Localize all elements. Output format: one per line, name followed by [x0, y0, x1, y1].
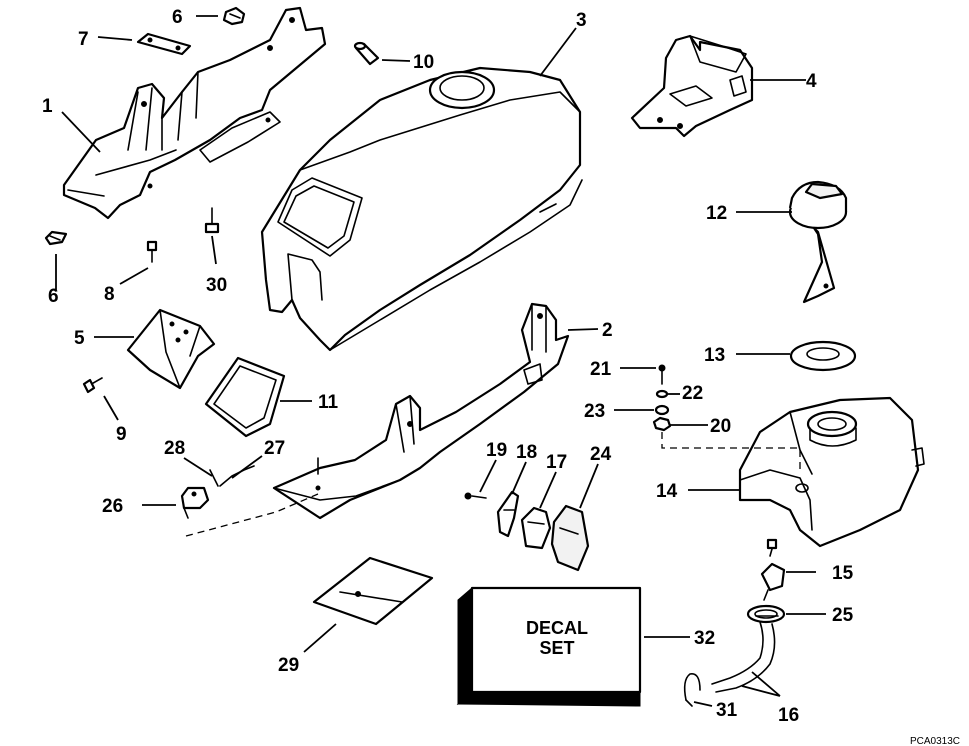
callout-numbers: 6 7 1 10 3 4 12 6 8 30 5 2 13 21 22 23 2… — [42, 7, 854, 726]
part-5-bracket — [126, 308, 216, 390]
part-4-hinge-bracket — [630, 34, 754, 138]
part-23-lockwasher — [654, 404, 670, 416]
callout-17: 17 — [546, 452, 567, 473]
part-20-nut — [652, 416, 672, 432]
part-19-screw — [464, 492, 487, 500]
callout-24: 24 — [590, 444, 612, 465]
part-30-screw — [204, 207, 220, 234]
callout-7: 7 — [78, 29, 89, 50]
callout-21: 21 — [590, 359, 612, 380]
decal-label-line1: DECAL — [526, 618, 588, 638]
part-29-label — [312, 556, 434, 626]
callout-15: 15 — [832, 563, 854, 584]
part-25-clamp — [746, 604, 786, 624]
part-6-screw-top — [222, 6, 246, 26]
callout-6-left: 6 — [48, 286, 59, 307]
callout-10: 10 — [413, 52, 434, 73]
part-32-decal-box: DECAL SET — [456, 586, 642, 707]
part-8-screw — [146, 240, 158, 263]
callout-27: 27 — [264, 438, 285, 459]
drawing-code: PCA0313C — [910, 736, 960, 746]
part-9-screw — [82, 377, 103, 394]
part-27-spring — [219, 465, 255, 487]
part-18-clip — [496, 490, 520, 538]
part-22-washer — [655, 389, 669, 399]
part-26-latch — [180, 486, 210, 519]
part-24-rubber-pad — [550, 504, 590, 572]
part-15-fuel-fitting — [760, 538, 786, 601]
callout-32: 32 — [694, 628, 715, 649]
callout-19: 19 — [486, 440, 507, 461]
callout-29: 29 — [278, 655, 299, 676]
part-7-plate — [136, 32, 192, 56]
callout-9: 9 — [116, 424, 127, 445]
part-28-pin — [209, 469, 219, 487]
part-10-pin — [353, 41, 380, 66]
callout-16: 16 — [778, 705, 799, 726]
part-14-fuel-tank — [738, 396, 925, 548]
part-3-engine-cover — [260, 66, 583, 352]
callout-13: 13 — [704, 345, 725, 366]
callout-30: 30 — [206, 275, 227, 296]
callout-18: 18 — [516, 442, 537, 463]
part-13-gasket — [789, 340, 857, 372]
part-1-bracket — [62, 6, 327, 220]
part-17-latch-plate — [520, 506, 552, 550]
part-2-bracket — [272, 302, 570, 520]
callout-25: 25 — [832, 605, 854, 626]
part-31-hose-clip — [683, 673, 701, 707]
callout-8: 8 — [104, 284, 115, 305]
callout-3: 3 — [576, 10, 587, 31]
callout-1: 1 — [42, 96, 53, 117]
callout-28: 28 — [164, 438, 185, 459]
latch-alignment-dashed — [185, 493, 319, 537]
callout-22: 22 — [682, 383, 703, 404]
leader-lines — [55, 15, 826, 707]
callout-20: 20 — [710, 416, 731, 437]
decal-label-line2: SET — [539, 638, 574, 658]
part-6-screw-left — [44, 230, 68, 246]
callout-11: 11 — [318, 392, 339, 413]
part-21-screw — [658, 364, 666, 385]
part-11-gasket-frame — [204, 356, 286, 438]
part-12-filler-cap — [788, 180, 848, 304]
callout-4: 4 — [806, 71, 817, 92]
callout-23: 23 — [584, 401, 605, 422]
part-16-hose — [711, 615, 779, 693]
callout-6-top: 6 — [172, 7, 183, 28]
callout-12: 12 — [706, 203, 727, 224]
callout-5: 5 — [74, 328, 85, 349]
callout-31: 31 — [716, 700, 738, 721]
callout-2: 2 — [602, 320, 613, 341]
callout-14: 14 — [656, 481, 678, 502]
callout-26: 26 — [102, 496, 123, 517]
tank-alignment-dashed — [661, 432, 801, 470]
